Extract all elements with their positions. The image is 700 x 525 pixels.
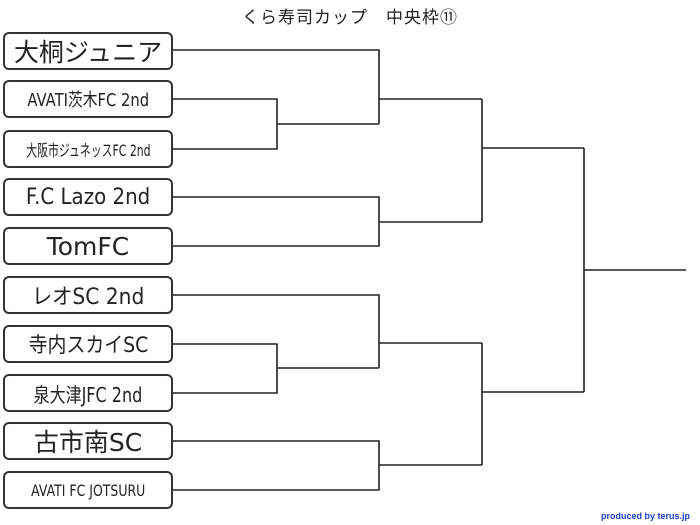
team-box: 寺内スカイSC — [3, 325, 173, 363]
match-line-4-5 — [173, 196, 380, 247]
team-name: 古市南SC — [33, 428, 143, 457]
match-line-7-8 — [173, 343, 278, 394]
team-name: 大桐ジュニア — [13, 38, 163, 67]
team-name: 大阪市ジュネッスFC 2nd — [25, 141, 151, 160]
team-box: AVATI茨木FC 2nd — [3, 80, 173, 118]
team-box: AVATI FC JOTSURU — [3, 471, 173, 509]
team-name: 寺内スカイSC — [28, 333, 148, 357]
match-line-9-10 — [173, 440, 380, 491]
match-line-6-w78 — [173, 294, 380, 368]
team-box: 古市南SC — [3, 422, 173, 460]
credit-link[interactable]: produced by terus.jp — [600, 511, 690, 521]
team-box: 大阪市ジュネッスFC 2nd — [3, 130, 173, 168]
team-name: F.C Lazo 2nd — [25, 184, 151, 210]
team-box: 泉大津JFC 2nd — [3, 374, 173, 412]
team-name: 泉大津JFC 2nd — [33, 382, 143, 407]
match-line-2-3 — [173, 98, 278, 150]
tournament-title: くら寿司カップ 中央枠⑪ — [242, 8, 458, 28]
team-box: レオSC 2nd — [3, 276, 173, 314]
match-line-1-w23 — [173, 49, 380, 124]
team-box: F.C Lazo 2nd — [3, 178, 173, 216]
team-name: AVATI茨木FC 2nd — [27, 90, 149, 111]
team-name: レオSC 2nd — [31, 285, 145, 310]
team-box: TomFC — [3, 227, 173, 265]
team-name: AVATI FC JOTSURU — [30, 480, 146, 500]
team-box: 大桐ジュニア — [3, 32, 173, 70]
team-name: TomFC — [46, 231, 130, 261]
